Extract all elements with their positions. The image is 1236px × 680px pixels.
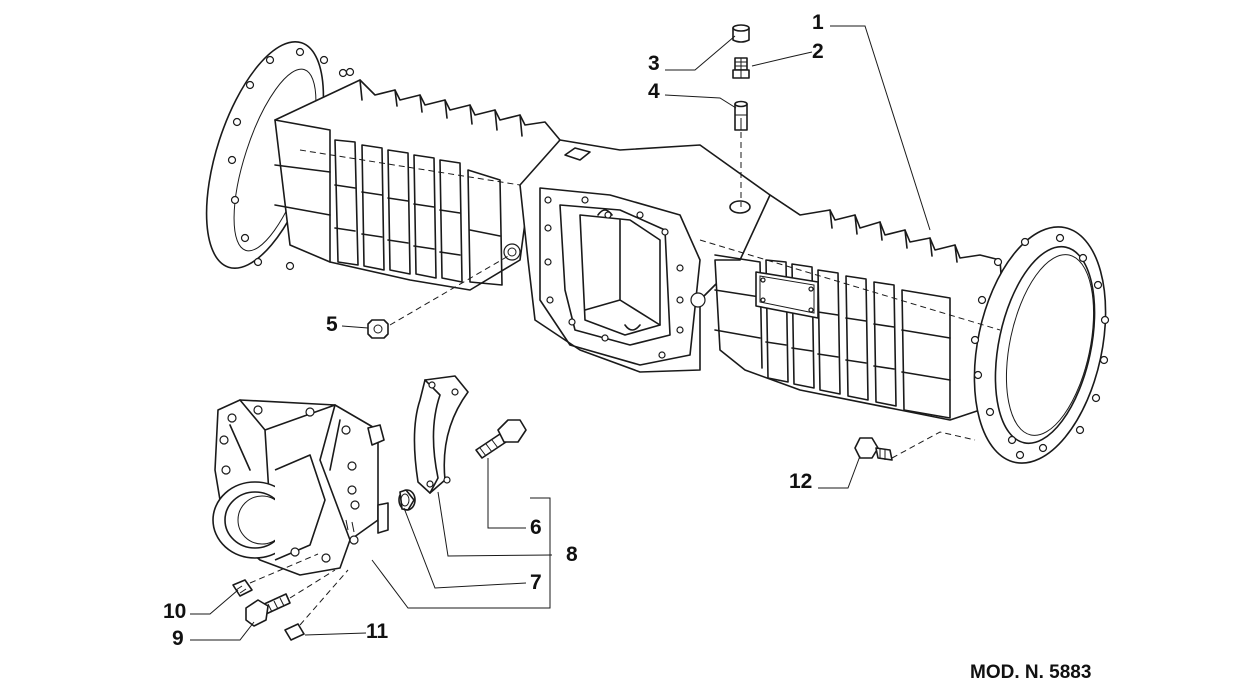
leader-lines	[190, 25, 931, 641]
callout-6: 6	[530, 516, 542, 539]
bushing	[398, 489, 416, 511]
callout-4: 4	[648, 80, 660, 103]
callout-3: 3	[648, 52, 660, 75]
drain-plug	[367, 254, 511, 339]
flange-screw	[245, 593, 291, 627]
callout-10: 10	[163, 600, 186, 623]
callout-8: 8	[566, 543, 578, 566]
breather-cap	[732, 24, 750, 43]
callout-12: 12	[789, 470, 812, 493]
axle-housing	[205, 40, 1110, 464]
callout-1: 1	[812, 11, 824, 34]
vent-screw	[854, 431, 976, 461]
cap-screw	[475, 419, 527, 459]
callout-labels: 1 2 3 4 5 6 7 8 9 10 11 12	[163, 11, 824, 650]
differential-support	[212, 399, 389, 576]
callout-11: 11	[366, 620, 389, 643]
bearing-cap	[413, 375, 469, 494]
callout-5: 5	[326, 313, 338, 336]
dowel-pin	[284, 623, 305, 641]
callout-7: 7	[530, 571, 542, 594]
callout-2: 2	[812, 40, 824, 63]
stud-screw	[232, 579, 253, 597]
breather-fitting	[734, 100, 748, 207]
callout-9: 9	[172, 627, 184, 650]
drawing-reference: MOD. N. 5883	[970, 662, 1091, 680]
breather-valve	[732, 57, 750, 79]
